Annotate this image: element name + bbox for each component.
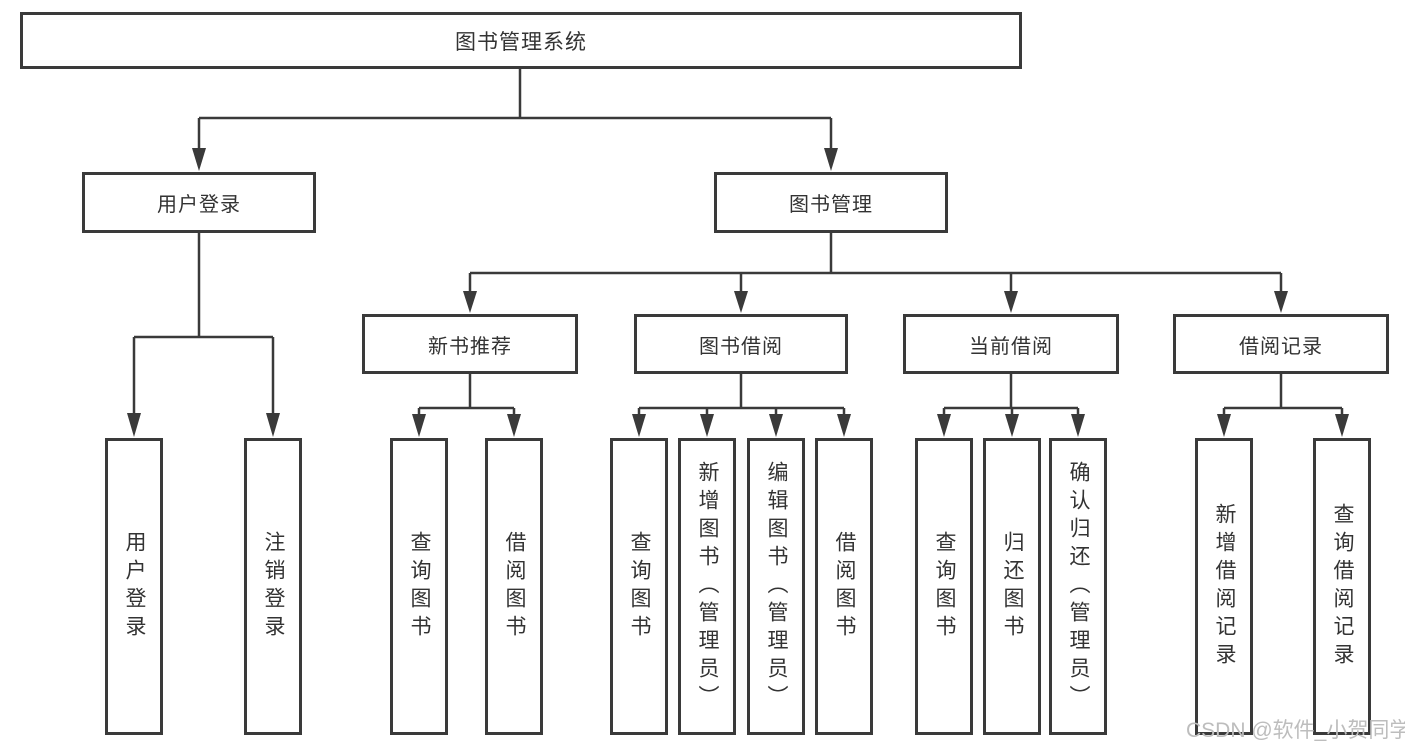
leaf-label: 查询图书 (628, 530, 651, 643)
leaf-label: 查询图书 (408, 530, 431, 643)
leaf-borrowing-edit-books-admin: 编辑图书（管理员） (747, 438, 805, 735)
node-new-book-recommend: 新书推荐 (362, 314, 578, 374)
leaf-label: 新增图书（管理员） (696, 460, 719, 713)
node-book-borrowing: 图书借阅 (634, 314, 848, 374)
leaf-current-query-books: 查询图书 (915, 438, 973, 735)
leaf-label: 借阅图书 (833, 530, 856, 643)
leaf-borrowing-add-books-admin: 新增图书（管理员） (678, 438, 736, 735)
leaf-label: 查询图书 (933, 530, 956, 643)
leaf-logout: 注销登录 (244, 438, 302, 735)
leaf-borrowing-query-books: 查询图书 (610, 438, 668, 735)
leaf-recommend-borrow-books: 借阅图书 (485, 438, 543, 735)
leaf-current-return-books: 归还图书 (983, 438, 1041, 735)
watermark: CSDN @软件_小贺同学 (1186, 719, 1405, 742)
leaf-label: 新增借阅记录 (1213, 502, 1236, 671)
node-current-borrowing: 当前借阅 (903, 314, 1119, 374)
leaf-records-query-record: 查询借阅记录 (1313, 438, 1371, 735)
leaf-recommend-query-books: 查询图书 (390, 438, 448, 735)
leaf-label: 查询借阅记录 (1331, 502, 1354, 671)
leaf-records-add-record: 新增借阅记录 (1195, 438, 1253, 735)
leaf-current-confirm-return-admin: 确认归还（管理员） (1049, 438, 1107, 735)
node-root: 图书管理系统 (20, 12, 1022, 69)
leaf-label: 确认归还（管理员） (1067, 460, 1090, 713)
leaf-label: 借阅图书 (503, 530, 526, 643)
leaf-label: 用户登录 (123, 530, 146, 643)
leaf-label: 编辑图书（管理员） (765, 460, 788, 713)
leaf-label: 注销登录 (262, 530, 285, 643)
leaf-label: 归还图书 (1001, 530, 1024, 643)
arrowheads (127, 148, 1349, 437)
node-borrowing-records: 借阅记录 (1173, 314, 1389, 374)
leaf-borrowing-borrow-books: 借阅图书 (815, 438, 873, 735)
node-user-login: 用户登录 (82, 172, 316, 233)
leaf-user-login: 用户登录 (105, 438, 163, 735)
node-book-management: 图书管理 (714, 172, 948, 233)
